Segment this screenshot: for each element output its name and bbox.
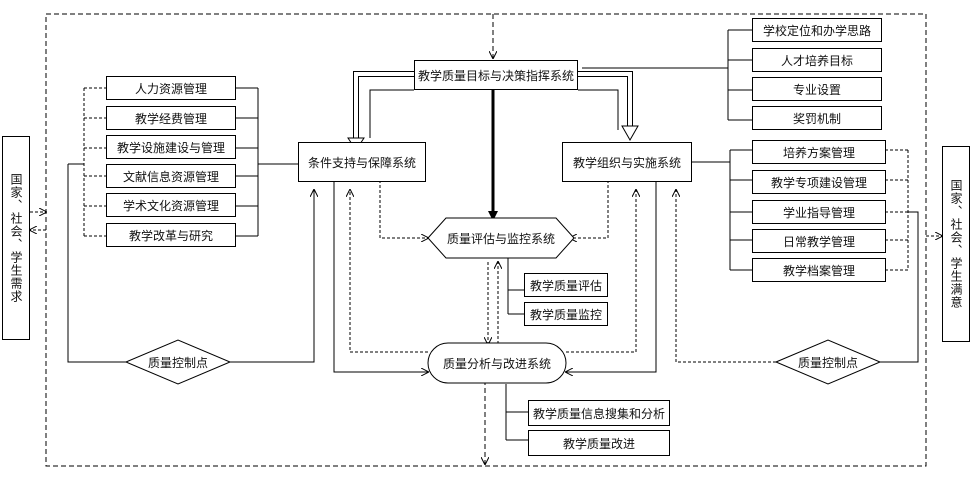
left-item: 文献信息资源管理 xyxy=(106,164,236,188)
left-item: 教学设施建设与管理 xyxy=(106,135,236,159)
right-top-item: 奖罚机制 xyxy=(752,106,882,130)
arrow-top-to-organization xyxy=(578,71,633,128)
condition-system-box: 条件支持与保障系统 xyxy=(298,142,426,182)
eval-item: 教学质量监控 xyxy=(524,302,608,326)
analysis-item: 教学质量信息搜集和分析 xyxy=(528,400,670,426)
right-top-item: 学校定位和办学思路 xyxy=(752,18,882,42)
right-item: 教学专项建设管理 xyxy=(752,170,886,194)
left-item: 人力资源管理 xyxy=(106,76,236,100)
right-item: 学业指导管理 xyxy=(752,200,886,224)
control-point-right-label: 质量控制点 xyxy=(797,355,858,370)
control-point-right-shape xyxy=(774,339,882,385)
left-item: 教学改革与研究 xyxy=(106,223,236,247)
right-satisfaction-box: 国家、社会、学生满意 xyxy=(942,146,970,342)
outer-feedback-frame xyxy=(45,13,927,467)
right-top-item: 专业设置 xyxy=(752,77,882,101)
arrow-top-to-condition xyxy=(353,71,414,140)
analysis-item: 教学质量改进 xyxy=(528,430,670,456)
left-item: 教学经费管理 xyxy=(106,106,236,130)
analysis-label: 质量分析与改进系统 xyxy=(442,356,551,371)
left-item: 学术文化资源管理 xyxy=(106,193,236,217)
analysis-shape xyxy=(427,342,567,384)
left-need-box: 国家、社会、学生需求 xyxy=(2,136,30,340)
top-system-box: 教学质量目标与决策指挥系统 xyxy=(414,60,578,90)
evaluation-label: 质量评估与监控系统 xyxy=(446,231,555,246)
right-item: 培养方案管理 xyxy=(752,140,886,164)
evaluation-shape xyxy=(427,217,575,259)
right-item: 教学档案管理 xyxy=(752,258,886,282)
organization-system-box: 教学组织与实施系统 xyxy=(562,142,692,182)
eval-item: 教学质量评估 xyxy=(524,273,608,297)
control-point-left-label: 质量控制点 xyxy=(147,355,208,370)
right-item: 日常教学管理 xyxy=(752,229,886,253)
right-top-item: 人才培养目标 xyxy=(752,48,882,72)
control-point-left-shape xyxy=(124,339,232,385)
